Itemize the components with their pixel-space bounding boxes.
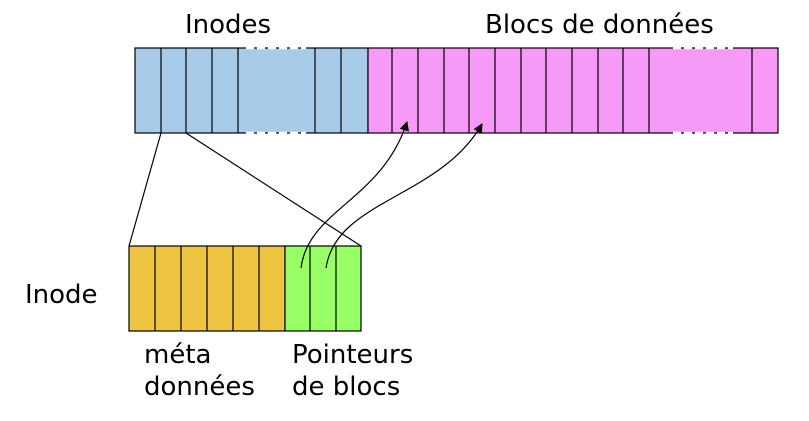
label-inodes: Inodes <box>185 10 272 40</box>
pointer-arrow-1 <box>300 121 409 269</box>
label-pointers-line2: de blocs <box>292 372 401 402</box>
label-inode: Inode <box>25 280 98 310</box>
inode-table <box>134 47 369 134</box>
label-meta-line2: données <box>144 372 255 402</box>
inode-table-dividers <box>160 48 342 133</box>
expansion-line-left <box>128 132 162 247</box>
label-meta-line1: méta <box>144 340 212 370</box>
label-data-blocks: Blocs de données <box>485 10 714 40</box>
pointer-arrow-2 <box>325 123 483 269</box>
metadata-dividers <box>154 246 260 331</box>
label-pointers-line1: Pointeurs <box>292 340 414 370</box>
pointer-dividers <box>309 246 337 331</box>
expansion-line-right <box>185 132 362 247</box>
data-block-dividers <box>391 48 753 133</box>
data-blocks <box>367 47 779 134</box>
inode-block-pointers <box>284 245 362 332</box>
